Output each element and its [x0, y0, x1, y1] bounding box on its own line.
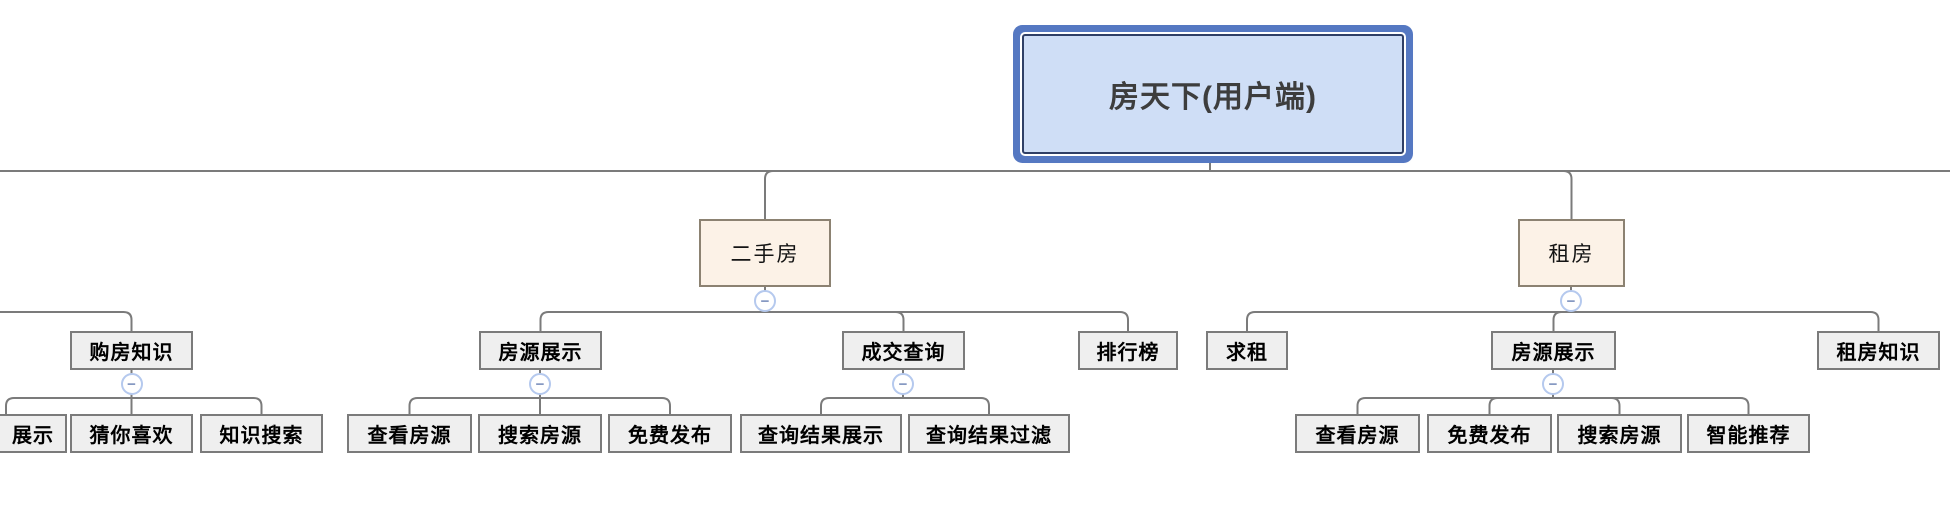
collapse-minus-icon[interactable]: − [892, 373, 914, 395]
node-fyzsR[interactable]: 房源展示 [1491, 331, 1616, 370]
node-zhineng[interactable]: 智能推荐 [1687, 414, 1810, 453]
connector-path [820, 397, 903, 414]
connector-path [1488, 397, 1553, 414]
connector-path [765, 311, 905, 331]
node-paihangbang[interactable]: 排行榜 [1078, 331, 1178, 370]
connector-path [903, 397, 990, 414]
collapse-minus-icon[interactable]: − [1560, 290, 1582, 312]
connector-path [408, 397, 540, 414]
connector-path [1553, 397, 1750, 414]
collapse-minus-icon[interactable]: − [1542, 373, 1564, 395]
node-zhanshi[interactable]: 展示 [0, 414, 67, 453]
connector-path [131, 397, 263, 414]
connector-path [1356, 397, 1553, 414]
node-sousuoL[interactable]: 搜索房源 [478, 414, 602, 453]
collapse-minus-icon[interactable]: − [529, 373, 551, 395]
connector-path [540, 397, 671, 414]
node-mianfeiL[interactable]: 免费发布 [608, 414, 732, 453]
node-cainixihuan[interactable]: 猜你喜欢 [70, 414, 193, 453]
node-sousuoR[interactable]: 搜索房源 [1557, 414, 1682, 453]
collapse-minus-icon[interactable]: − [754, 290, 776, 312]
node-ershoufang[interactable]: 二手房 [699, 219, 831, 287]
node-mianfeiR[interactable]: 免费发布 [1427, 414, 1552, 453]
node-jgzhanshi[interactable]: 查询结果展示 [740, 414, 902, 453]
connector-path [0, 311, 133, 331]
connector-path [1552, 311, 1571, 331]
node-goufangzhishi[interactable]: 购房知识 [70, 331, 193, 370]
connector-path [1246, 311, 1571, 331]
connector-path [539, 311, 765, 331]
node-chakanR[interactable]: 查看房源 [1295, 414, 1420, 453]
node-jgguolv[interactable]: 查询结果过滤 [908, 414, 1070, 453]
root-node[interactable]: 房天下(用户端) [1022, 34, 1404, 154]
node-fyzsL[interactable]: 房源展示 [479, 331, 602, 370]
connector-path [1553, 397, 1621, 414]
node-qiuzu[interactable]: 求租 [1206, 331, 1288, 370]
node-zhishisousuo[interactable]: 知识搜索 [200, 414, 323, 453]
node-zufangzhishi[interactable]: 租房知识 [1817, 331, 1940, 370]
collapse-minus-icon[interactable]: − [120, 373, 143, 395]
connector-path [5, 397, 132, 414]
connector-path [1571, 311, 1880, 331]
connector-path [764, 170, 1210, 219]
node-chengjiao[interactable]: 成交查询 [842, 331, 965, 370]
connector-path [765, 311, 1129, 331]
node-chakanL[interactable]: 查看房源 [347, 414, 472, 453]
connector-path [1210, 170, 1573, 219]
node-zufang[interactable]: 租房 [1518, 219, 1625, 287]
